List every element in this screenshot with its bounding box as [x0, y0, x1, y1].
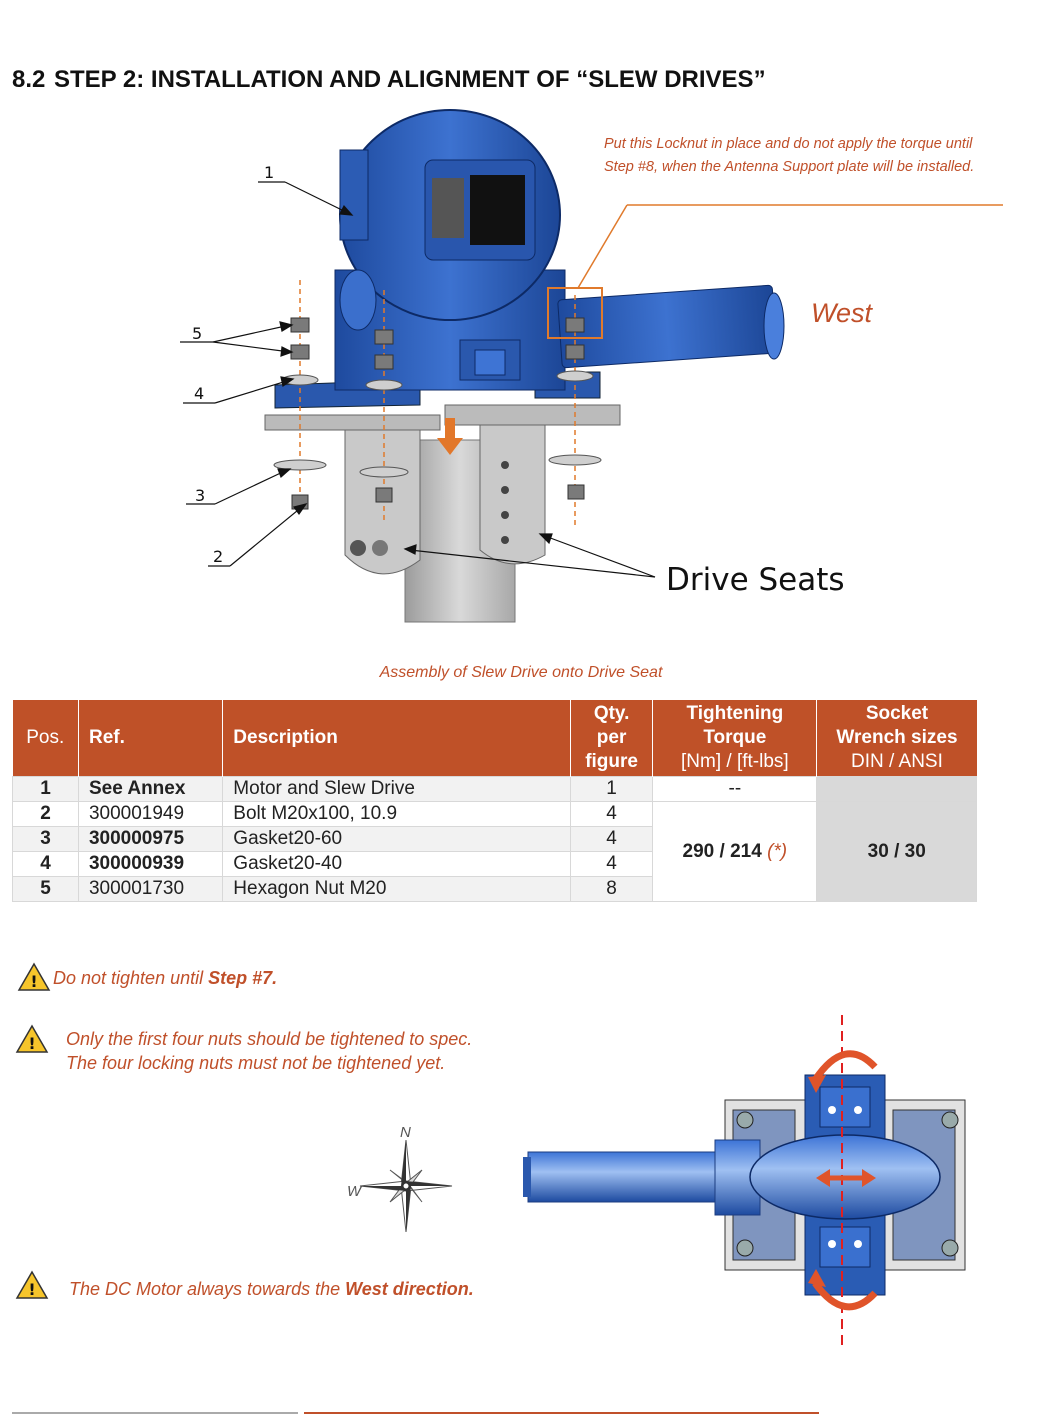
parts-table: Pos. Ref. Description Qty. per figure Ti…: [12, 700, 977, 902]
section-heading: 8.2 STEP 2: INSTALLATION AND ALIGNMENT OF…: [12, 66, 766, 94]
footer-divider-accent: [304, 1412, 819, 1414]
svg-text:!: !: [28, 1034, 35, 1053]
section-title: STEP 2: INSTALLATION AND ALIGNMENT OF “S…: [54, 66, 766, 93]
cell-pos: 2: [12, 801, 79, 827]
cell-pos: 3: [12, 826, 79, 852]
cell-description: Gasket20-60: [222, 826, 571, 852]
cell-socket-merged: 30 / 30: [816, 801, 977, 902]
svg-text:!: !: [30, 972, 37, 991]
locknut-note: Put this Locknut in place and do not app…: [604, 136, 975, 175]
cell-description: Motor and Slew Drive: [222, 776, 571, 802]
slew-drive-top-view-illustration: [523, 1015, 966, 1345]
header-qty-line3: figure: [585, 751, 638, 772]
compass-rose: [359, 1139, 453, 1233]
table-row: 1 See Annex Motor and Slew Drive 1 --: [12, 776, 977, 802]
cell-description: Bolt M20x100, 10.9: [222, 801, 571, 827]
cell-qty: 8: [569, 876, 654, 902]
cell-ref: 300001949: [77, 801, 224, 827]
table-row: 5 300001730 Hexagon Nut M20 8: [12, 876, 977, 902]
header-qty-line2: per: [596, 727, 627, 748]
callout-2: 2: [213, 547, 224, 566]
warning-west-text: The DC Motor always towards the: [69, 1279, 346, 1299]
cell-pos: 4: [12, 851, 79, 877]
cell-qty: 4: [569, 851, 654, 877]
table-row: 3 300000975 Gasket20-60 4: [12, 826, 977, 852]
warning-icon: !: [15, 1270, 49, 1299]
cell-description: Hexagon Nut M20: [222, 876, 571, 902]
warning-icon: !: [17, 962, 51, 991]
cell-qty: 1: [569, 776, 654, 802]
slew-drive-assembly-illustration: [180, 109, 1003, 623]
cell-socket-empty: [816, 776, 977, 802]
table-header-row: Pos. Ref. Description Qty. per figure Ti…: [12, 700, 977, 777]
cell-ref: See Annex: [77, 776, 224, 802]
header-pos: Pos.: [12, 700, 79, 777]
warning-step7-text: Do not tighten until: [53, 968, 209, 988]
warning-nuts-line2: The four locking nuts must not be tighte…: [66, 1053, 446, 1073]
table-row: 2 300001949 Bolt M20x100, 10.9 4 290 / 2…: [12, 801, 977, 902]
cell-pos: 5: [12, 876, 79, 902]
header-qty-line1: Qty.: [593, 703, 630, 724]
header-torque: Tightening Torque [Nm] / [ft-lbs]: [652, 700, 818, 777]
warning-icon: !: [15, 1024, 49, 1053]
header-ref: Ref.: [78, 700, 224, 777]
header-socket-line3: DIN / ANSI: [851, 751, 943, 772]
callout-4: 4: [194, 384, 205, 403]
header-torque-line3: [Nm] / [ft-lbs]: [681, 751, 789, 772]
svg-text:!: !: [28, 1280, 35, 1299]
header-description: Description: [222, 700, 571, 777]
header-socket-line1: Socket: [865, 703, 929, 724]
cell-torque: --: [652, 776, 818, 802]
figure-caption: Assembly of Slew Drive onto Drive Seat: [379, 664, 663, 681]
header-socket-line2: Wrench sizes: [836, 727, 958, 748]
cell-ref: 300001730: [77, 876, 224, 902]
warning-west: The DC Motor always towards the West dir…: [69, 1279, 474, 1300]
drive-seats-label: Drive Seats: [666, 562, 845, 598]
warning-step7-bold: Step #7.: [208, 968, 278, 988]
callout-5: 5: [192, 324, 203, 343]
cell-torque-merged: 290 / 214 (*): [652, 801, 818, 902]
warning-west-bold: West direction.: [345, 1279, 474, 1299]
cell-description: Gasket20-40: [222, 851, 571, 877]
west-label: West: [811, 298, 873, 328]
footer-divider-left: [12, 1412, 298, 1414]
header-torque-line1: Tightening: [686, 703, 784, 724]
cell-qty: 4: [569, 826, 654, 852]
header-socket: Socket Wrench sizes DIN / ANSI: [816, 700, 977, 777]
callout-1: 1: [264, 163, 275, 182]
cell-ref: 300000939: [77, 851, 224, 877]
compass-north-label: N: [400, 1124, 411, 1141]
warning-nuts-line1: Only the first four nuts should be tight…: [66, 1029, 473, 1049]
callout-3: 3: [195, 486, 206, 505]
header-torque-line2: Torque: [703, 727, 767, 748]
cell-ref: 300000975: [77, 826, 224, 852]
torque-footnote: (*): [767, 840, 788, 862]
warning-step7: Do not tighten until Step #7.: [53, 968, 277, 989]
cell-pos: 1: [12, 776, 79, 802]
cell-qty: 4: [569, 801, 654, 827]
torque-value: 290 / 214: [682, 840, 762, 862]
compass-west-label: W: [347, 1183, 362, 1200]
section-number: 8.2: [12, 66, 46, 93]
header-qty: Qty. per figure: [570, 700, 654, 777]
warning-nuts: Only the first four nuts should be tight…: [66, 1027, 472, 1075]
table-row: 4 300000939 Gasket20-40 4: [12, 851, 977, 877]
